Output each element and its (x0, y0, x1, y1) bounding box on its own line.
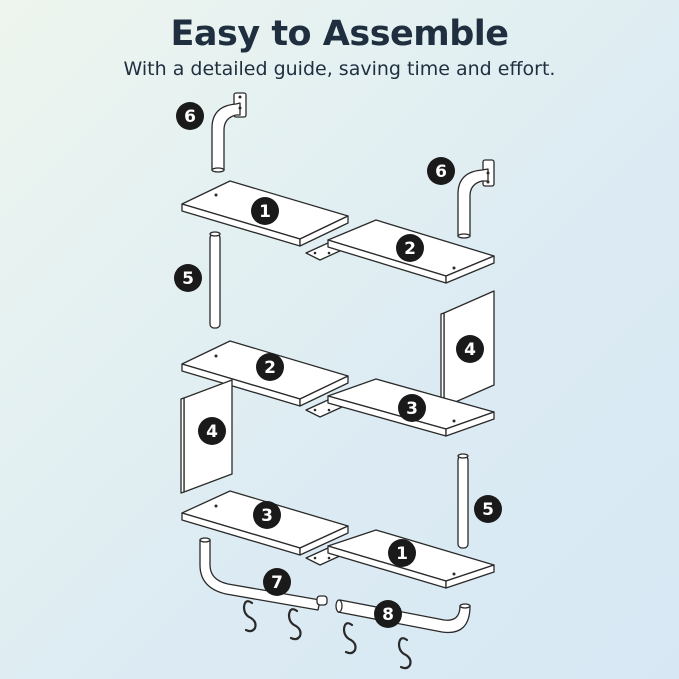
svg-text:6: 6 (184, 107, 196, 127)
svg-text:5: 5 (482, 500, 494, 520)
s-hook-3 (342, 622, 357, 655)
s-hooks (242, 600, 412, 670)
badge-hanging-rod-left: 7 (263, 568, 291, 596)
s-hook-4 (397, 637, 412, 670)
svg-text:5: 5 (182, 269, 194, 289)
wall-bracket-left (211, 92, 247, 173)
badge-shelf-left-top: 1 (251, 197, 279, 225)
svg-text:4: 4 (206, 422, 218, 442)
s-hook-1 (242, 600, 257, 633)
svg-text:3: 3 (261, 506, 273, 526)
badge-shelf-left-mid: 2 (256, 353, 284, 381)
number-badges: 6 6 1 2 5 4 2 3 (174, 102, 502, 628)
badge-hanging-rod-right: 8 (374, 600, 402, 628)
wall-bracket-right (457, 159, 495, 239)
svg-text:1: 1 (259, 202, 271, 222)
s-hook-2 (287, 608, 302, 641)
svg-text:1: 1 (396, 544, 408, 564)
hanging-rod-right (335, 599, 471, 634)
hanging-rod-left (199, 537, 328, 611)
svg-text:3: 3 (406, 399, 418, 419)
svg-text:8: 8 (382, 605, 394, 625)
badge-rod-left: 5 (174, 264, 202, 292)
screw-holes (214, 95, 490, 576)
page-title: Easy to Assemble (170, 14, 509, 54)
svg-text:2: 2 (404, 239, 416, 259)
badge-shelf-right-mid: 3 (398, 394, 426, 422)
svg-text:6: 6 (435, 162, 447, 182)
support-rod-left (209, 231, 221, 329)
badge-shelf-right-bottom: 1 (388, 539, 416, 567)
badge-board-right: 4 (456, 335, 484, 363)
support-rod-right (457, 453, 469, 549)
badge-top-bracket-right: 6 (427, 157, 455, 185)
badge-rod-right: 5 (474, 495, 502, 523)
badge-top-bracket-left: 6 (176, 102, 204, 130)
badge-shelf-right-top: 2 (396, 234, 424, 262)
svg-text:7: 7 (271, 573, 283, 593)
svg-text:2: 2 (264, 358, 276, 378)
badge-board-left: 4 (198, 417, 226, 445)
page-subtitle: With a detailed guide, saving time and e… (123, 58, 556, 80)
svg-text:4: 4 (464, 340, 476, 360)
badge-shelf-left-bottom: 3 (253, 501, 281, 529)
